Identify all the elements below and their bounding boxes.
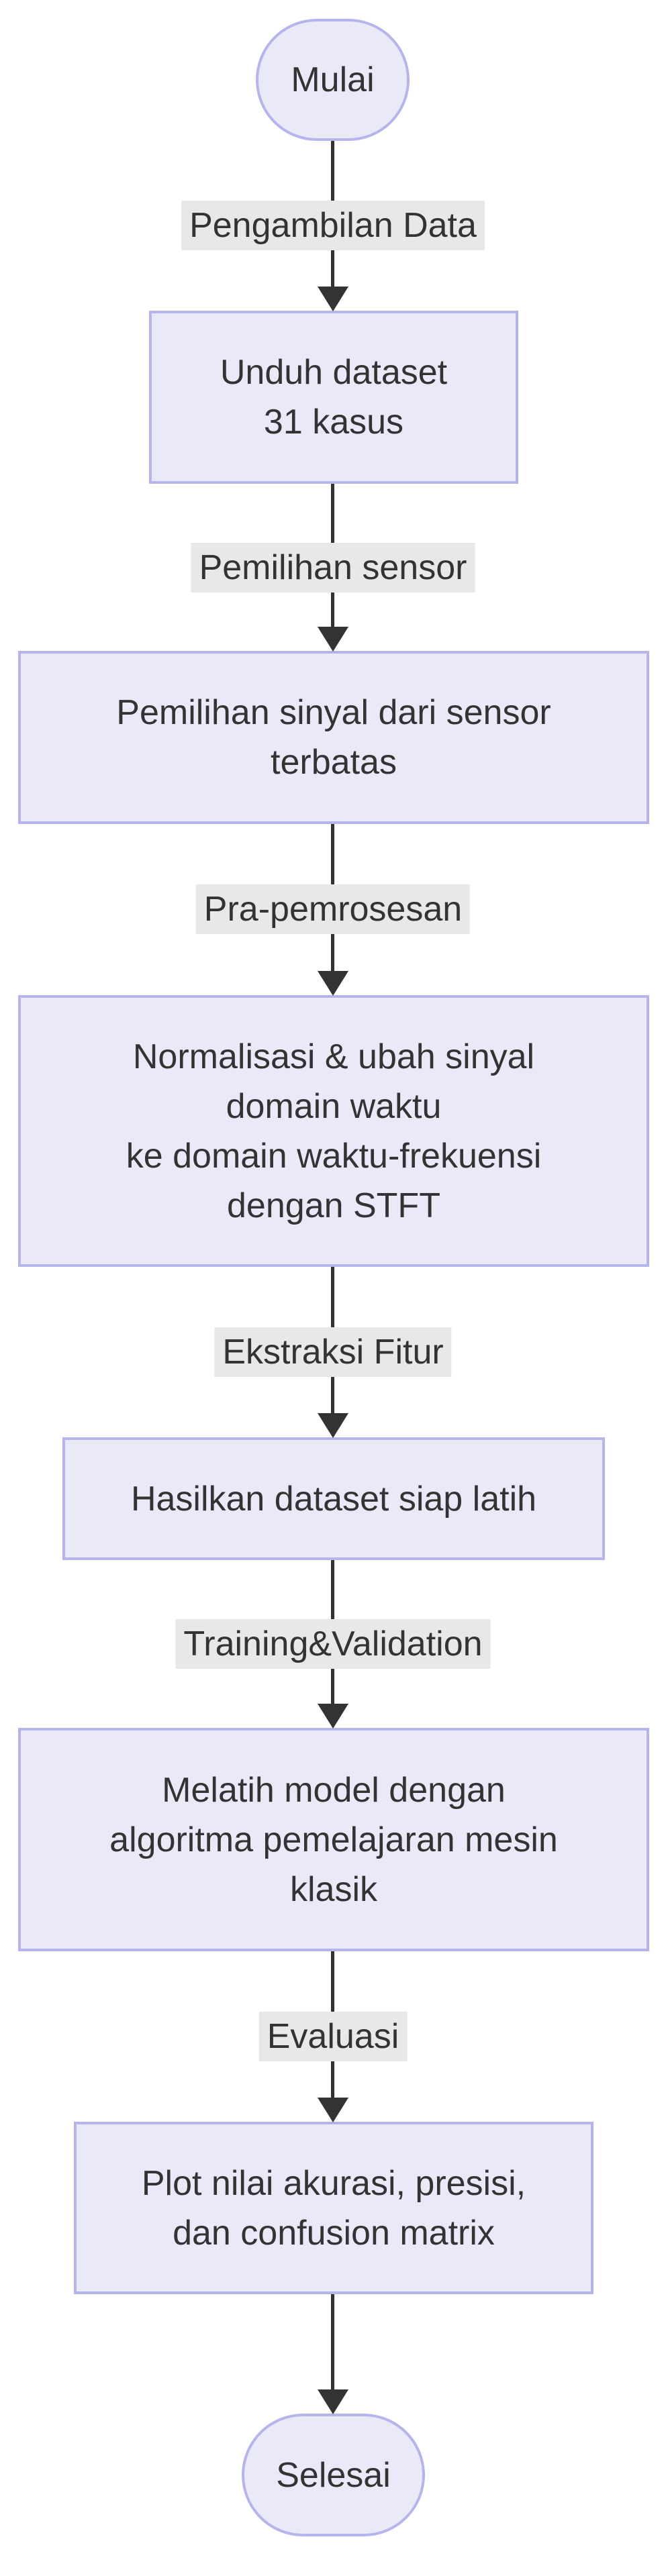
edge-line bbox=[331, 2294, 334, 2392]
edge-label-evaluasi: Evaluasi bbox=[258, 2012, 408, 2061]
node-hasilkan-dataset: Hasilkan dataset siap latih bbox=[62, 1437, 605, 1560]
arrow-down-icon bbox=[318, 1413, 348, 1438]
end-node-label: Selesai bbox=[276, 2455, 391, 2495]
edge-label-pengambilan-data: Pengambilan Data bbox=[181, 201, 485, 250]
arrow-down-icon bbox=[318, 971, 348, 996]
edge-label-ekstraksi-fitur: Ekstraksi Fitur bbox=[214, 1327, 452, 1377]
edge-label-pemilihan-sensor: Pemilihan sensor bbox=[191, 543, 475, 593]
start-node: Mulai bbox=[256, 19, 410, 141]
node-text-line: terbatas bbox=[271, 743, 397, 782]
node-text-line: dengan STFT bbox=[227, 1186, 440, 1225]
node-text-line: Pemilihan sinyal dari sensor bbox=[116, 693, 551, 732]
node-text-line: Melatih model dengan bbox=[162, 1770, 506, 1810]
node-text-line: domain waktu bbox=[226, 1086, 442, 1126]
arrow-down-icon bbox=[318, 1704, 348, 1729]
node-text-line: Plot nilai akurasi, presisi, bbox=[141, 2163, 526, 2203]
edge-label-pra-pemrosesan: Pra-pemrosesan bbox=[195, 884, 471, 934]
node-text-line: Unduh dataset bbox=[220, 353, 448, 392]
node-plot-evaluasi: Plot nilai akurasi, presisi, dan confusi… bbox=[74, 2122, 593, 2294]
arrow-down-icon bbox=[318, 287, 348, 311]
end-node: Selesai bbox=[242, 2414, 425, 2536]
arrow-down-icon bbox=[318, 627, 348, 652]
node-melatih-model: Melatih model dengan algoritma pemelajar… bbox=[18, 1728, 649, 1951]
arrow-down-icon bbox=[318, 2098, 348, 2122]
node-text-line: klasik bbox=[289, 1869, 378, 1909]
node-unduh-dataset: Unduh dataset 31 kasus bbox=[149, 311, 518, 484]
node-text-line: dan confusion matrix bbox=[173, 2213, 495, 2253]
start-node-label: Mulai bbox=[291, 60, 375, 99]
node-normalisasi-stft: Normalisasi & ubah sinyal domain waktu k… bbox=[18, 995, 649, 1267]
node-text-line: 31 kasus bbox=[263, 403, 404, 442]
node-pemilihan-sinyal: Pemilihan sinyal dari sensor terbatas bbox=[18, 651, 649, 824]
node-text-line: Hasilkan dataset siap latih bbox=[130, 1479, 537, 1518]
node-text-line: ke domain waktu-frekuensi bbox=[126, 1136, 542, 1176]
node-text-line: algoritma pemelajaran mesin bbox=[109, 1820, 558, 1859]
edge-label-training-validation: Training&Validation bbox=[175, 1619, 491, 1669]
arrow-down-icon bbox=[318, 2389, 348, 2414]
node-text-line: Normalisasi & ubah sinyal bbox=[132, 1037, 535, 1076]
